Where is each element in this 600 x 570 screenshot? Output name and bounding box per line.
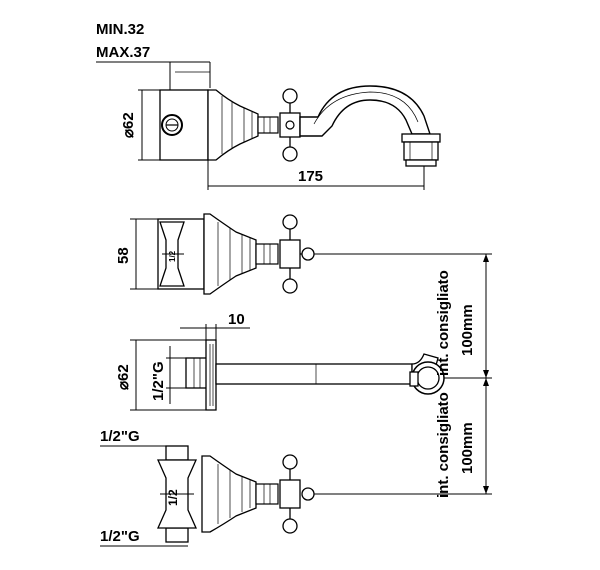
flange-offset-dim: 10 <box>180 311 250 340</box>
spacing-upper-line1: int. consigliato <box>435 270 452 376</box>
spout-length-dim: 175 <box>207 160 425 190</box>
body-mark-mid: 1/2 <box>168 250 177 262</box>
flange-offset-label: 10 <box>228 311 245 328</box>
view-top-spout <box>159 85 441 167</box>
thread-bottom-bottom-label: 1/2"G <box>100 528 140 545</box>
rosette-diameter-mid-label: ⌀62 <box>115 364 132 390</box>
thread-labels-bottom: 1/2"G 1/2"G <box>100 428 188 547</box>
spacing-dimensions <box>314 253 492 495</box>
rosette-diameter-top-label: ⌀62 <box>120 112 137 138</box>
body-mark-bottom: 1/2 <box>166 489 180 506</box>
spacing-upper-group: int. consigliato <box>435 270 452 376</box>
spacing-lower-line2: 100mm <box>459 422 476 474</box>
spacing-upper-line2: 100mm <box>459 304 476 356</box>
depth-dimension <box>96 61 211 90</box>
body-height-label: 58 <box>115 247 132 264</box>
section-dims: ⌀62 1/2"G <box>115 339 206 411</box>
thread-mid-label: 1/2"G <box>150 361 167 401</box>
view-bottom-handle: 1/2 <box>156 445 315 543</box>
thread-bottom-top-label: 1/2"G <box>100 428 140 445</box>
min-depth-label: MIN.32 <box>96 21 144 38</box>
view-spout-section <box>185 339 445 411</box>
view-handle-elevation: 1/2 <box>157 213 315 295</box>
spout-length-label: 175 <box>298 168 323 185</box>
spacing-lower-line1: int. consigliato <box>435 392 452 498</box>
spacing-upper-group-2: 100mm <box>459 304 476 356</box>
spacing-lower-group-2: 100mm <box>459 422 476 474</box>
max-depth-label: MAX.37 <box>96 44 150 61</box>
body-height-dim: 58 <box>115 218 158 290</box>
spacing-lower-group: int. consigliato <box>435 392 452 498</box>
rosette-diameter-dim-top: ⌀62 <box>120 89 160 161</box>
